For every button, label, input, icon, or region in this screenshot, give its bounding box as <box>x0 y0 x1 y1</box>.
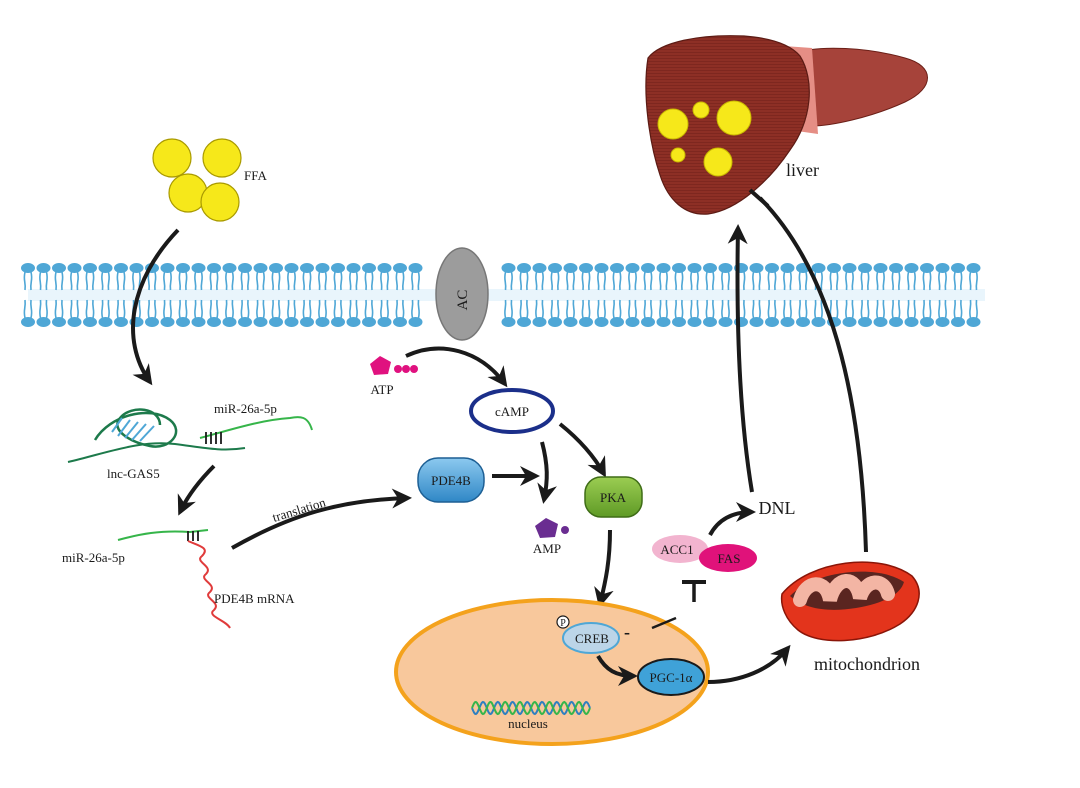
fas-enzyme: FAS <box>699 544 757 572</box>
ffa-arrow <box>131 228 180 386</box>
dna-helix <box>471 700 591 716</box>
release-arrow <box>177 464 216 516</box>
amp-label: AMP <box>533 541 561 556</box>
liver <box>645 35 928 215</box>
mitochondrion <box>780 561 920 642</box>
translation-arrow <box>231 488 412 550</box>
nucleus-label: nucleus <box>508 716 548 731</box>
creb-label: CREB <box>575 631 609 646</box>
enzymes-to-dnl-arrow <box>708 502 756 537</box>
pka-label: PKA <box>600 490 627 505</box>
amp-molecule <box>535 518 569 538</box>
nucleus <box>394 598 710 746</box>
phosphate-group: P <box>556 615 570 629</box>
creb-inhibits-lipogenesis <box>651 580 706 630</box>
camp-to-pka-arrow <box>558 422 606 478</box>
mitochondrion-label: mitochondrion <box>814 654 920 674</box>
lnc-gas5-label: lnc-GAS5 <box>107 466 160 481</box>
creb-to-pgc-arrow <box>596 654 638 686</box>
mito-inhibits-liver <box>748 188 868 553</box>
pde4b-mrna-label: PDE4B mRNA <box>214 591 295 606</box>
phospho-label: P <box>560 618 566 629</box>
pka-to-creb-arrow <box>594 529 614 608</box>
mir-26a-5p-bottom-label: miR-26a-5p <box>62 550 125 565</box>
cell-membrane <box>21 263 985 327</box>
pde4b-label: PDE4B <box>431 473 471 488</box>
acc1-label: ACC1 <box>660 542 693 557</box>
atp-to-camp-arrow <box>405 346 508 388</box>
pde4b-protein: PDE4B <box>417 457 485 503</box>
adenylyl-cyclase: AC <box>435 247 489 341</box>
liver-label: liver <box>786 160 819 180</box>
minus-sign: - <box>624 622 630 642</box>
camp-molecule: cAMP <box>469 388 555 434</box>
lnc-gas5-complex <box>67 408 313 463</box>
camp-to-amp-arrow <box>537 441 557 504</box>
atp-label: ATP <box>370 382 393 397</box>
dnl-label: DNL <box>759 498 796 518</box>
pgc1a-protein: PGC-1α <box>637 658 705 696</box>
mir-26a-5p-top-label: miR-26a-5p <box>214 401 277 416</box>
acc1-enzyme: ACC1 <box>652 535 708 563</box>
camp-label: cAMP <box>495 404 529 419</box>
creb-protein: CREB <box>562 622 620 654</box>
fas-label: FAS <box>718 551 741 566</box>
mir-mrna-pair <box>117 529 231 629</box>
ffa-label: FFA <box>244 168 267 183</box>
translation-label: translation <box>270 494 327 525</box>
dnl-to-liver-arrow <box>727 224 754 493</box>
ac-label: AC <box>455 290 471 311</box>
pgc1a-label: PGC-1α <box>650 670 693 685</box>
pgc-to-mito-arrow <box>707 644 791 684</box>
atp-molecule <box>370 356 418 375</box>
pka-protein: PKA <box>584 476 643 518</box>
ffa-droplets <box>152 138 242 222</box>
